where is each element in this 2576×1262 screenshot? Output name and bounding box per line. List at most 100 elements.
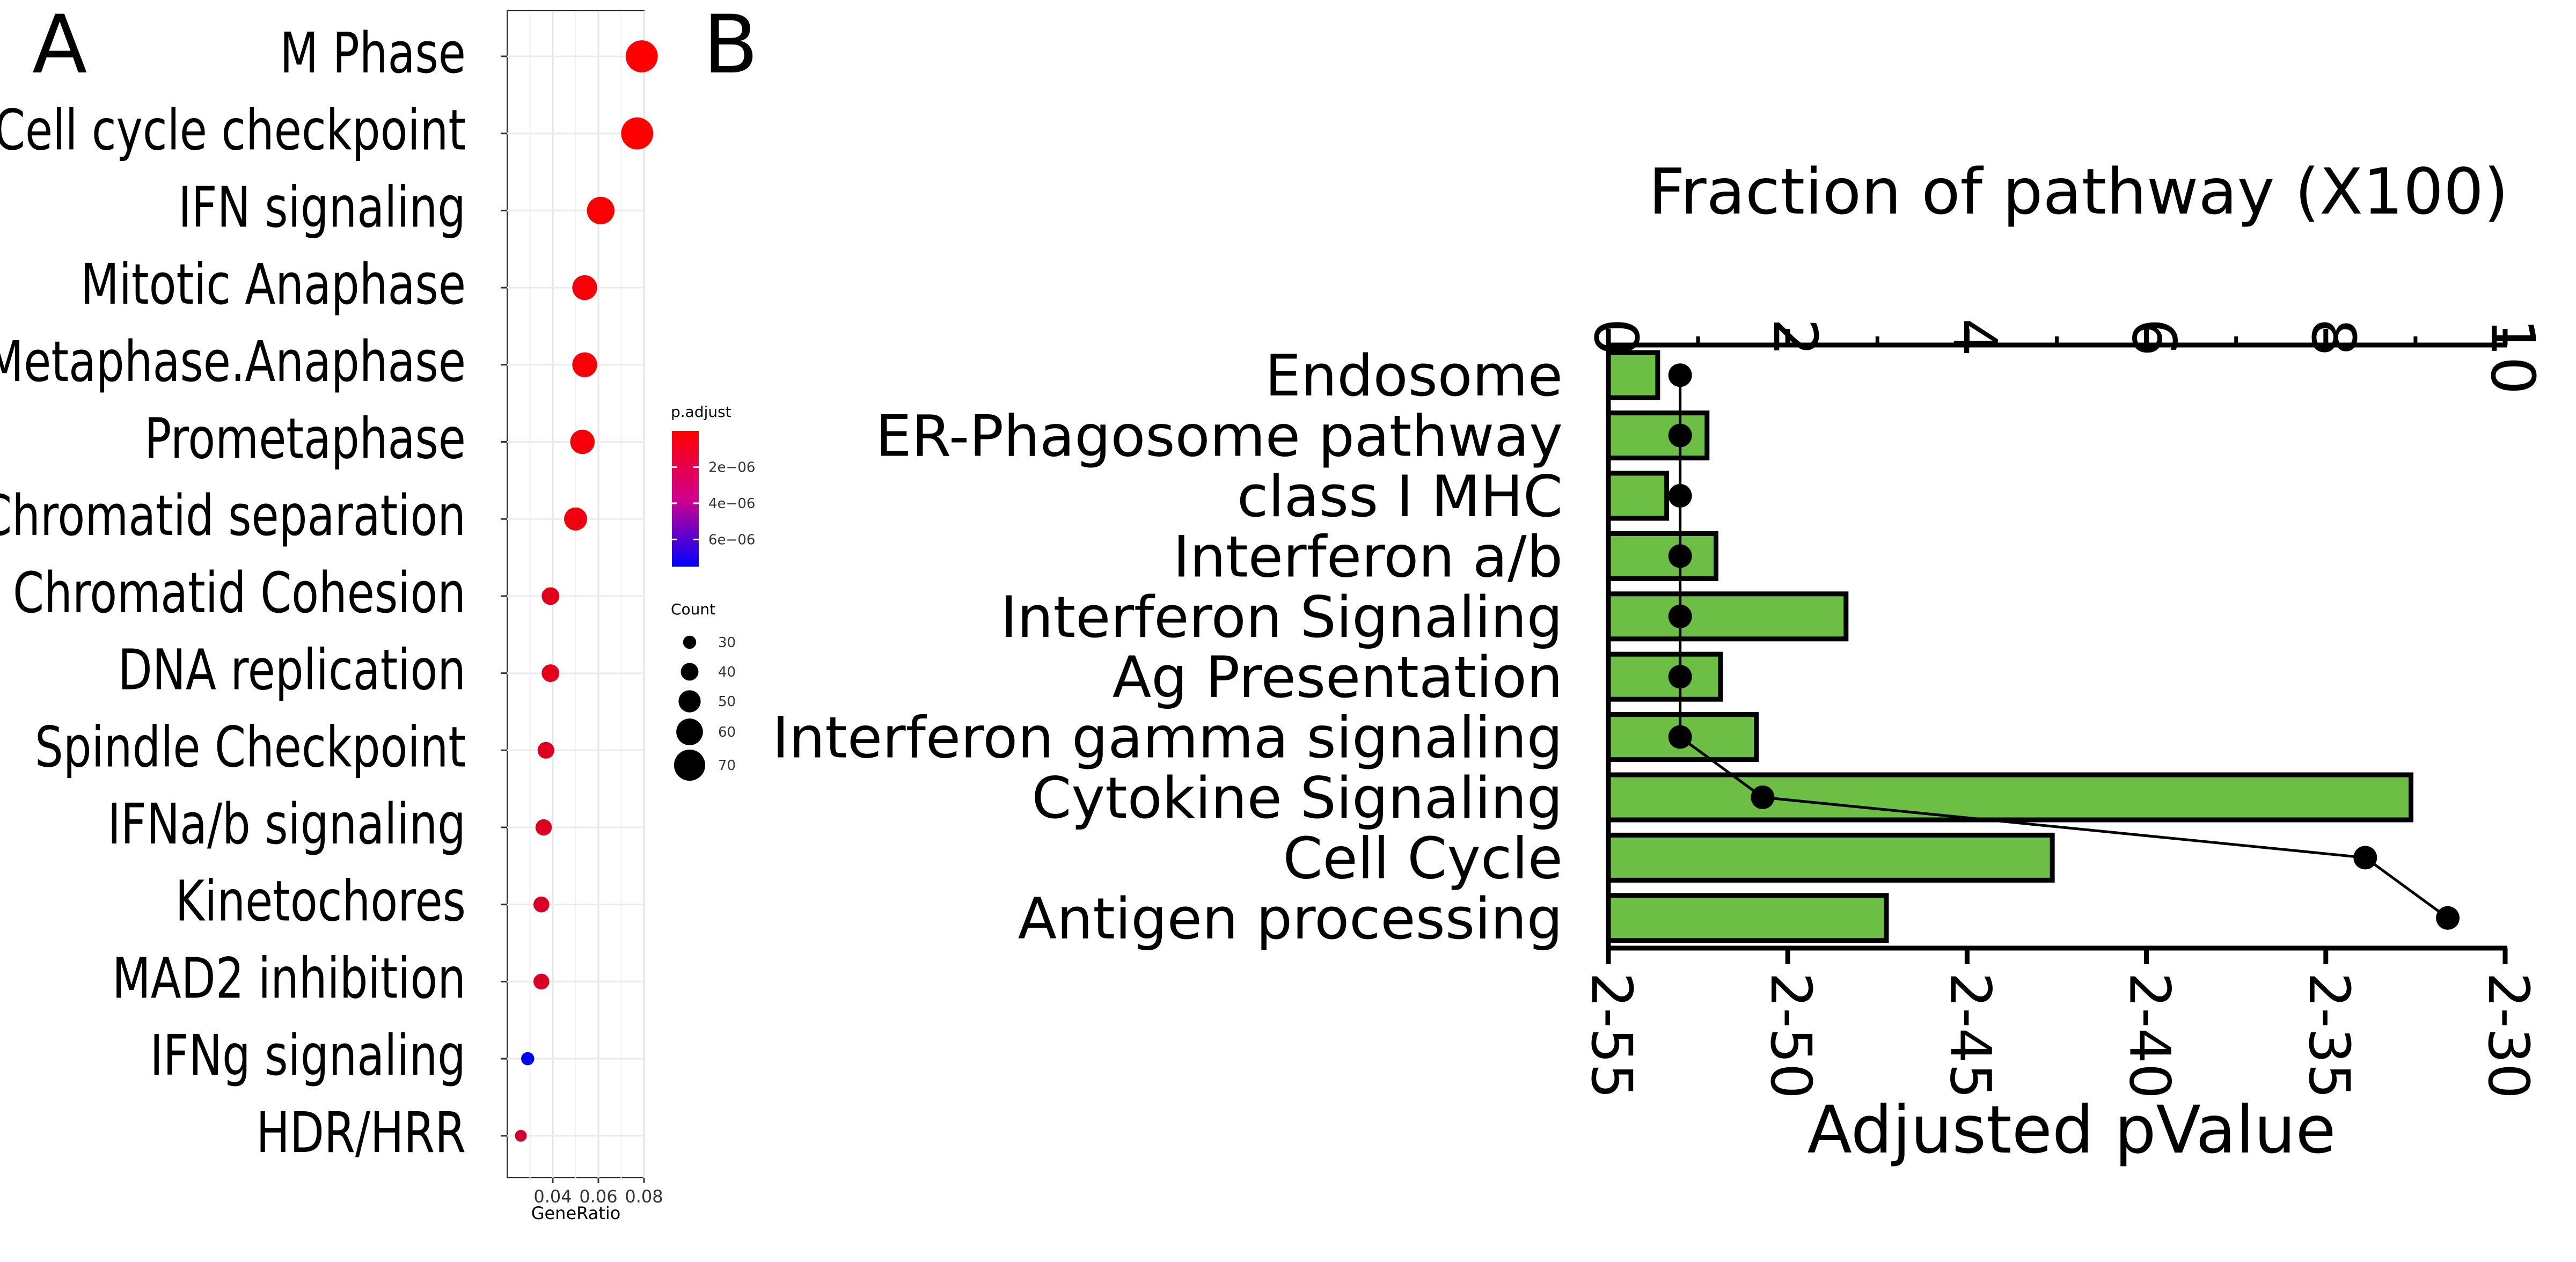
category-label: Spindle Checkpoint [35,715,466,780]
top-axis-title: Fraction of pathway (X100) [1649,155,2508,229]
category-label: Mitotic Anaphase [80,253,466,317]
bottom-axis-tick-label: 2-35 [2296,972,2362,1099]
color-legend-tick-label: 2e−06 [708,459,755,475]
size-legend-dot [678,690,701,713]
size-legend-items: 30 40 50 60 70 [674,635,736,781]
bottom-axis-tick-label: 2-50 [1758,972,1824,1099]
bar [1606,350,1660,400]
x-tick-label: 0.08 [625,1186,663,1207]
panel-b-letter: B [703,0,758,92]
top-axis-tick-label: 2 [1760,318,1829,356]
category-label: Ag Presentation [1113,644,1563,710]
category-label: Kinetochores [175,870,466,934]
pvalue-point [1668,423,1692,447]
category-label: Chromatid separation [0,484,466,548]
pvalue-point [1668,604,1692,628]
bottom-axis-tick-label: 2-40 [2117,972,2183,1099]
size-legend-dot [674,749,706,781]
size-legend-label: 30 [718,635,736,651]
dot [541,587,560,605]
dot [515,1129,527,1142]
category-label: Cell cycle checkpoint [0,99,466,163]
bar [1606,893,1889,943]
category-label: M Phase [280,21,466,86]
dot [535,819,552,836]
color-legend-tick-label: 4e−06 [708,496,755,512]
top-axis-tick-label: 8 [2298,318,2368,356]
category-label: ER-Phagosome pathway [876,403,1563,469]
category-label: Chromatid Cohesion [13,561,466,626]
bar [1606,832,2055,883]
category-label: Metaphase.Anaphase [0,330,466,394]
panel-b-pvalue-line [1668,363,2460,930]
dot [572,352,597,377]
dot [625,40,658,72]
bar [1606,772,2414,823]
bottom-axis-tick-label: 2-45 [1937,972,2003,1099]
category-label: Interferon Signaling [1000,584,1563,650]
category-label: class I MHC [1237,464,1563,530]
size-legend-label: 40 [718,664,736,680]
bar [1606,410,1710,461]
pvalue-point [1668,665,1692,689]
x-tick-label: 0.04 [533,1186,572,1207]
size-legend-label: 70 [718,758,736,774]
size-legend-dot [676,718,703,745]
pvalue-point [2436,906,2460,930]
dot [572,275,597,300]
panel-a-category-ticks [501,55,507,1137]
category-label: IFNg signaling [150,1024,466,1088]
size-legend-dot [680,663,699,681]
bottom-axis-tick-label: 2-55 [1579,972,1644,1099]
pvalue-point [1668,484,1692,508]
pvalue-point [1668,363,1692,387]
pvalue-point [1751,786,1775,809]
bar [1606,531,1719,581]
bottom-axis-tick-label: 2-30 [2476,972,2541,1099]
size-legend-dot [683,635,697,649]
dot [533,896,550,913]
pvalue-point [1668,544,1692,568]
category-label: Interferon a/b [1173,524,1563,590]
color-legend-ticks: 2e−06 4e−06 6e−06 [672,459,755,548]
dot [587,196,614,225]
dot [521,1052,535,1066]
bottom-axis-title: Adjusted pValue [1807,1092,2336,1168]
category-label: Cytokine Signaling [1031,765,1563,831]
color-legend-tick-label: 6e−06 [708,532,755,548]
panel-a-x-axis-label: GeneRatio [531,1203,621,1223]
pvalue-point [2353,846,2377,870]
size-legend-label: 50 [718,694,736,710]
dot [564,507,587,531]
dot [537,742,554,759]
color-legend-title: p.adjust [671,403,731,421]
dot [621,117,654,150]
top-axis-tick-label: 4 [1939,318,2009,356]
top-axis-tick-label: 10 [2477,318,2547,395]
panel-b-axes: 0 2 4 6 8 10 2-55 2-50 2-45 2-40 2-35 2-30 [1579,318,2547,1099]
pvalue-point [1668,725,1692,749]
category-label: Prometaphase [144,407,466,472]
category-label: Interferon gamma signaling [772,705,1563,771]
panel-b-bars [1606,350,2414,943]
size-legend-label: 60 [718,724,736,740]
panel-a-letter: A [32,0,87,92]
category-label: HDR/HRR [256,1101,466,1165]
category-label: MAD2 inhibition [112,946,466,1011]
dot [570,429,595,454]
bar [1606,591,1849,642]
top-axis-tick-label: 0 [1580,318,1650,356]
category-label: Endosome [1265,343,1563,409]
category-label: DNA replication [118,639,466,703]
panel-a-dots [515,40,658,1142]
category-label: Cell Cycle [1283,825,1563,891]
size-legend-title: Count [671,600,715,618]
bar [1606,651,1723,702]
dot [541,664,560,683]
top-axis-tick-label: 6 [2119,318,2189,356]
